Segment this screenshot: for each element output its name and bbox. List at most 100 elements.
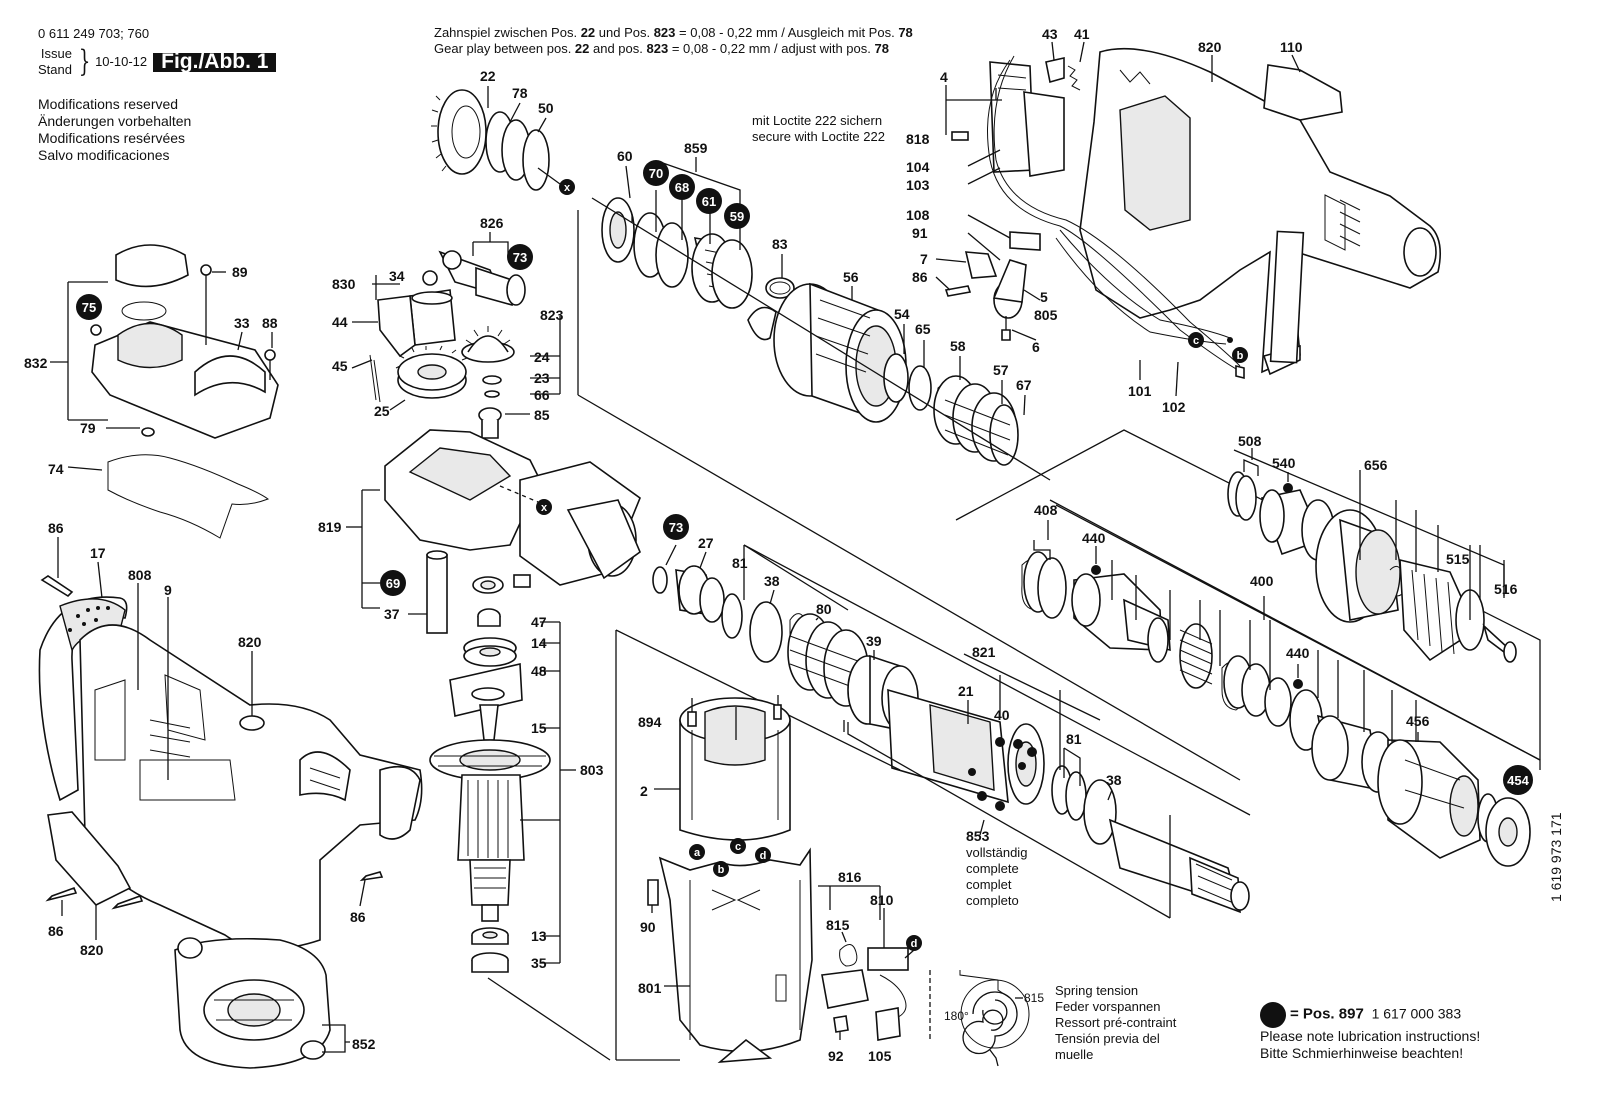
part-label-801: 801 (638, 980, 662, 996)
spring-line-es2: muelle (1055, 1047, 1094, 1062)
spring-tension-note: Spring tension Feder vorspannen Ressort … (1055, 983, 1176, 1063)
part-label-440-b: 440 (1286, 645, 1310, 661)
part-label-859: 859 (684, 140, 708, 156)
part-label-820-b: 820 (80, 942, 104, 958)
lube-pos: = Pos. 897 (1290, 1005, 1364, 1023)
complete-es: completo (966, 893, 1019, 908)
issue-label: Issue (40, 46, 72, 61)
bubble-70 (643, 160, 669, 186)
bubble-b-stator-label: b (718, 864, 725, 876)
part-label-853: 853 (966, 828, 990, 844)
part-label-48: 48 (531, 663, 547, 679)
part-label-79: 79 (80, 420, 96, 436)
part-label-805: 805 (1034, 307, 1058, 323)
part-label-88: 88 (262, 315, 278, 331)
part-label-820-a: 820 (238, 634, 262, 650)
part-label-92: 92 (828, 1048, 844, 1064)
bubble-a-label: a (694, 847, 701, 859)
part-label-40: 40 (994, 707, 1010, 723)
part-label-110: 110 (1280, 39, 1303, 55)
bubble-b-wire (1232, 347, 1248, 363)
part-label-400: 400 (1250, 573, 1274, 589)
part-label-57: 57 (993, 362, 1009, 378)
part-label-821: 821 (972, 644, 996, 660)
part-label-852: 852 (352, 1036, 376, 1052)
bubble-73a (507, 244, 533, 270)
issue-labels: Issue Stand (38, 46, 74, 78)
main-housing-assembly (38, 537, 423, 1069)
part-labels: 89 33 88 832 79 74 22 78 50 826 830 34 4… (24, 26, 1518, 1064)
part-label-85: 85 (534, 407, 550, 423)
bubble-a (689, 844, 705, 860)
bubble-d-brush (906, 935, 922, 951)
part-label-803: 803 (580, 762, 604, 778)
part-label-89: 89 (232, 264, 248, 280)
part-label-832: 832 (24, 355, 48, 371)
part-label-27: 27 (698, 535, 714, 551)
part-label-816: 816 (838, 869, 862, 885)
part-label-5: 5 (1040, 289, 1048, 305)
spring-line-fr: Ressort pré-contraint (1055, 1015, 1177, 1030)
mod-line-de: Änderungen vorbehalten (38, 113, 192, 129)
part-label-41: 41 (1074, 26, 1090, 42)
spring-part: 815 (1024, 991, 1044, 1005)
bubble-group: 75 73 69 70 68 61 59 73 454 x x a b c d … (76, 160, 1533, 951)
stand-label: Stand (38, 62, 72, 77)
part-label-47: 47 (531, 614, 547, 630)
bubble-d-brush-label: d (911, 938, 918, 950)
spring-angle: 180° (944, 1009, 969, 1023)
part-label-38-b: 38 (1106, 772, 1122, 788)
part-label-81-a: 81 (732, 555, 748, 571)
loctite-de: mit Loctite 222 sichern (752, 113, 883, 128)
lube-line-de: Bitte Schmierhinweise beachten! (1260, 1045, 1464, 1061)
part-label-78: 78 (512, 85, 528, 101)
gear-play-note: Zahnspiel zwischen Pos. 22 und Pos. 823 … (434, 25, 913, 57)
bubble-c-stator (730, 838, 746, 854)
bubble-73b-label: 73 (669, 520, 683, 535)
part-label-54: 54 (894, 306, 910, 322)
complete-note: vollständig complete complet completo (966, 845, 1027, 909)
part-label-45: 45 (332, 358, 348, 374)
part-label-456: 456 (1406, 713, 1430, 729)
bubble-c-wire (1188, 332, 1204, 348)
cover-assembly (50, 244, 279, 539)
complete-fr: complet (966, 877, 1012, 892)
part-label-440-a: 440 (1082, 530, 1106, 546)
handle-switch-assembly (935, 41, 1441, 397)
part-label-81-b: 81 (1066, 731, 1082, 747)
part-label-86-b: 86 (350, 909, 366, 925)
part-label-103: 103 (906, 177, 930, 193)
part-label-2: 2 (640, 783, 648, 799)
part-label-540: 540 (1272, 455, 1296, 471)
part-label-86-a: 86 (48, 520, 64, 536)
mod-line-fr: Modifications resérvées (38, 130, 186, 146)
bubble-c-stator-label: c (735, 841, 741, 853)
bubble-59 (724, 203, 750, 229)
part-label-656: 656 (1364, 457, 1388, 473)
bubble-70-label: 70 (649, 166, 663, 181)
part-label-80: 80 (816, 601, 832, 617)
part-label-13: 13 (531, 928, 547, 944)
complete-en: complete (966, 861, 1019, 876)
lubrication-note: = Pos. 897 1 617 000 383 Please note lub… (1260, 1002, 1480, 1062)
part-label-38-a: 38 (764, 573, 780, 589)
loctite-en: secure with Loctite 222 (752, 129, 885, 144)
part-label-58: 58 (950, 338, 966, 354)
part-label-39: 39 (866, 633, 882, 649)
part-label-86-c: 86 (48, 923, 64, 939)
part-label-65: 65 (915, 321, 931, 337)
part-label-21: 21 (958, 683, 974, 699)
part-label-808: 808 (128, 567, 152, 583)
bubble-61-label: 61 (702, 194, 716, 209)
mod-line-es: Salvo modificaciones (38, 147, 170, 163)
bubble-b-stator (713, 861, 729, 877)
part-label-66: 66 (534, 387, 550, 403)
part-label-823: 823 (540, 307, 564, 323)
spring-line-de: Feder vorspannen (1055, 999, 1161, 1014)
gear-note-de: Zahnspiel zwischen Pos. 22 und Pos. 823 … (434, 25, 913, 40)
bubble-68-label: 68 (675, 180, 689, 195)
part-label-14: 14 (531, 635, 547, 651)
part-label-108: 108 (906, 207, 930, 223)
bubble-75 (76, 294, 102, 320)
part-label-819: 819 (318, 519, 342, 535)
